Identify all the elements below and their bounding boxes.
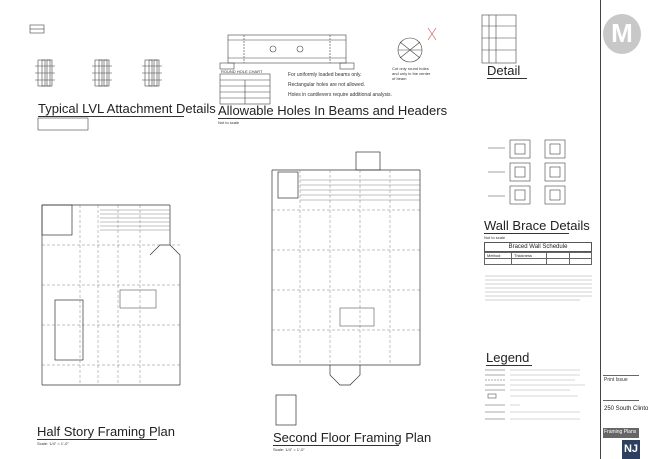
print-issue-label: Print Issue (604, 377, 628, 383)
half-story-title: Half Story Framing Plan (37, 424, 175, 439)
schedule-cell (546, 258, 570, 265)
title-underline (218, 118, 404, 119)
divider (603, 400, 639, 401)
sheet-name: Framing Plans (604, 429, 637, 435)
holes-note: Holes in cantilevers require additional … (288, 92, 392, 98)
sheet-band (603, 428, 639, 438)
half-story-scale: Scale: 1/4" = 1'-0" (37, 441, 69, 446)
legend-title: Legend (486, 350, 530, 365)
title-underline (37, 439, 157, 440)
lvl-attachment-title: Typical LVL Attachment Details (38, 101, 216, 116)
title-underline (487, 78, 527, 79)
title-underline (273, 445, 399, 446)
title-underline (486, 365, 532, 366)
holes-title: Allowable Holes In Beams and Headers (218, 103, 448, 118)
round-hole-chart-title: ROUND HOLE CHART (221, 69, 263, 74)
schedule-table: Method Thickness (484, 252, 592, 265)
second-floor-scale: Scale: 1/4" = 1'-0" (273, 447, 305, 452)
wall-brace-title: Wall Brace Details (484, 218, 590, 233)
detail-title: Detail (487, 63, 521, 78)
holes-note: For uniformly loaded beams only. (288, 72, 362, 78)
schedule-cell (511, 258, 547, 265)
wall-brace-scale: Not to scale (484, 235, 506, 240)
firm-logo: M (603, 14, 641, 54)
title-block: Print Issue 250 South Clinto Framing Pla… (600, 0, 648, 459)
logo-mark: M (611, 18, 633, 48)
schedule-title: Braced Wall Schedule (484, 242, 592, 252)
schedule-cell (484, 258, 512, 265)
holes-note: Rectangular holes are not allowed. (288, 82, 365, 88)
holes-circle-note: Cut only round holes and only in the cen… (392, 66, 431, 81)
drawing-linework (29, 14, 592, 426)
second-floor-title: Second Floor Framing Plan (273, 430, 432, 445)
nj-badge: NJ (622, 440, 640, 459)
project-address: 250 South Clinto (604, 406, 648, 412)
braced-wall-schedule: Braced Wall Schedule Method Thickness (484, 242, 592, 265)
title-underline (38, 116, 184, 117)
schedule-cell (568, 258, 592, 265)
divider (603, 375, 639, 376)
holes-scale: Not to scale (218, 120, 240, 125)
table-row (484, 258, 592, 265)
title-underline (484, 233, 569, 234)
